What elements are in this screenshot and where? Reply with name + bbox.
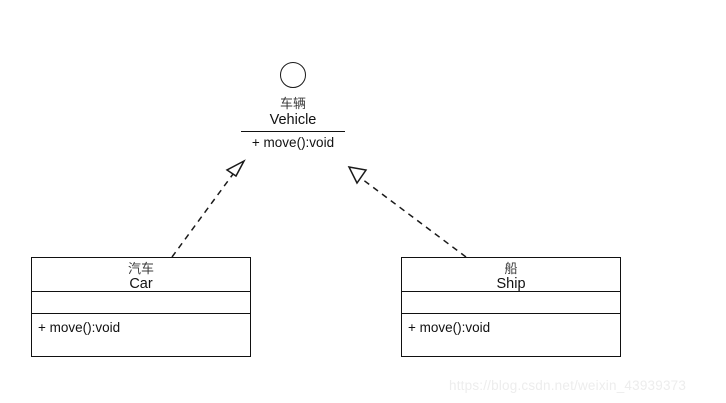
interface-operation: + move():void — [251, 135, 335, 150]
class-name-compartment: 汽车 Car — [32, 258, 250, 292]
class-name-en: Car — [129, 276, 153, 292]
class-box-ship[interactable]: 船 Ship + move():void — [401, 257, 621, 357]
interface-name-cn: 车辆 — [279, 96, 306, 111]
class-attributes-compartment — [32, 292, 250, 314]
interface-circle-icon — [280, 62, 306, 88]
class-operation: + move():void — [408, 320, 491, 335]
class-name-en: Ship — [496, 276, 526, 292]
interface-vehicle[interactable]: 车辆 Vehicle + move():void — [233, 62, 353, 151]
realization-ship-to-vehicle — [347, 166, 467, 258]
hollow-triangle-arrowhead-icon — [225, 159, 246, 178]
class-name-compartment: 船 Ship — [402, 258, 620, 292]
class-operations-compartment: + move():void — [402, 314, 620, 356]
class-box-car[interactable]: 汽车 Car + move():void — [31, 257, 251, 357]
watermark: https://blog.csdn.net/weixin_43939373 — [449, 378, 687, 393]
dashed-line — [357, 175, 467, 258]
class-operations-compartment: + move():void — [32, 314, 250, 356]
class-name-cn: 汽车 — [127, 261, 154, 276]
class-operation: + move():void — [38, 320, 121, 335]
interface-separator — [241, 131, 345, 132]
hollow-triangle-arrowhead-icon — [347, 166, 368, 185]
realization-car-to-vehicle — [171, 159, 246, 258]
dashed-line — [171, 169, 237, 258]
class-attributes-compartment — [402, 292, 620, 314]
class-name-cn: 船 — [504, 261, 518, 276]
interface-name-en: Vehicle — [269, 112, 317, 128]
